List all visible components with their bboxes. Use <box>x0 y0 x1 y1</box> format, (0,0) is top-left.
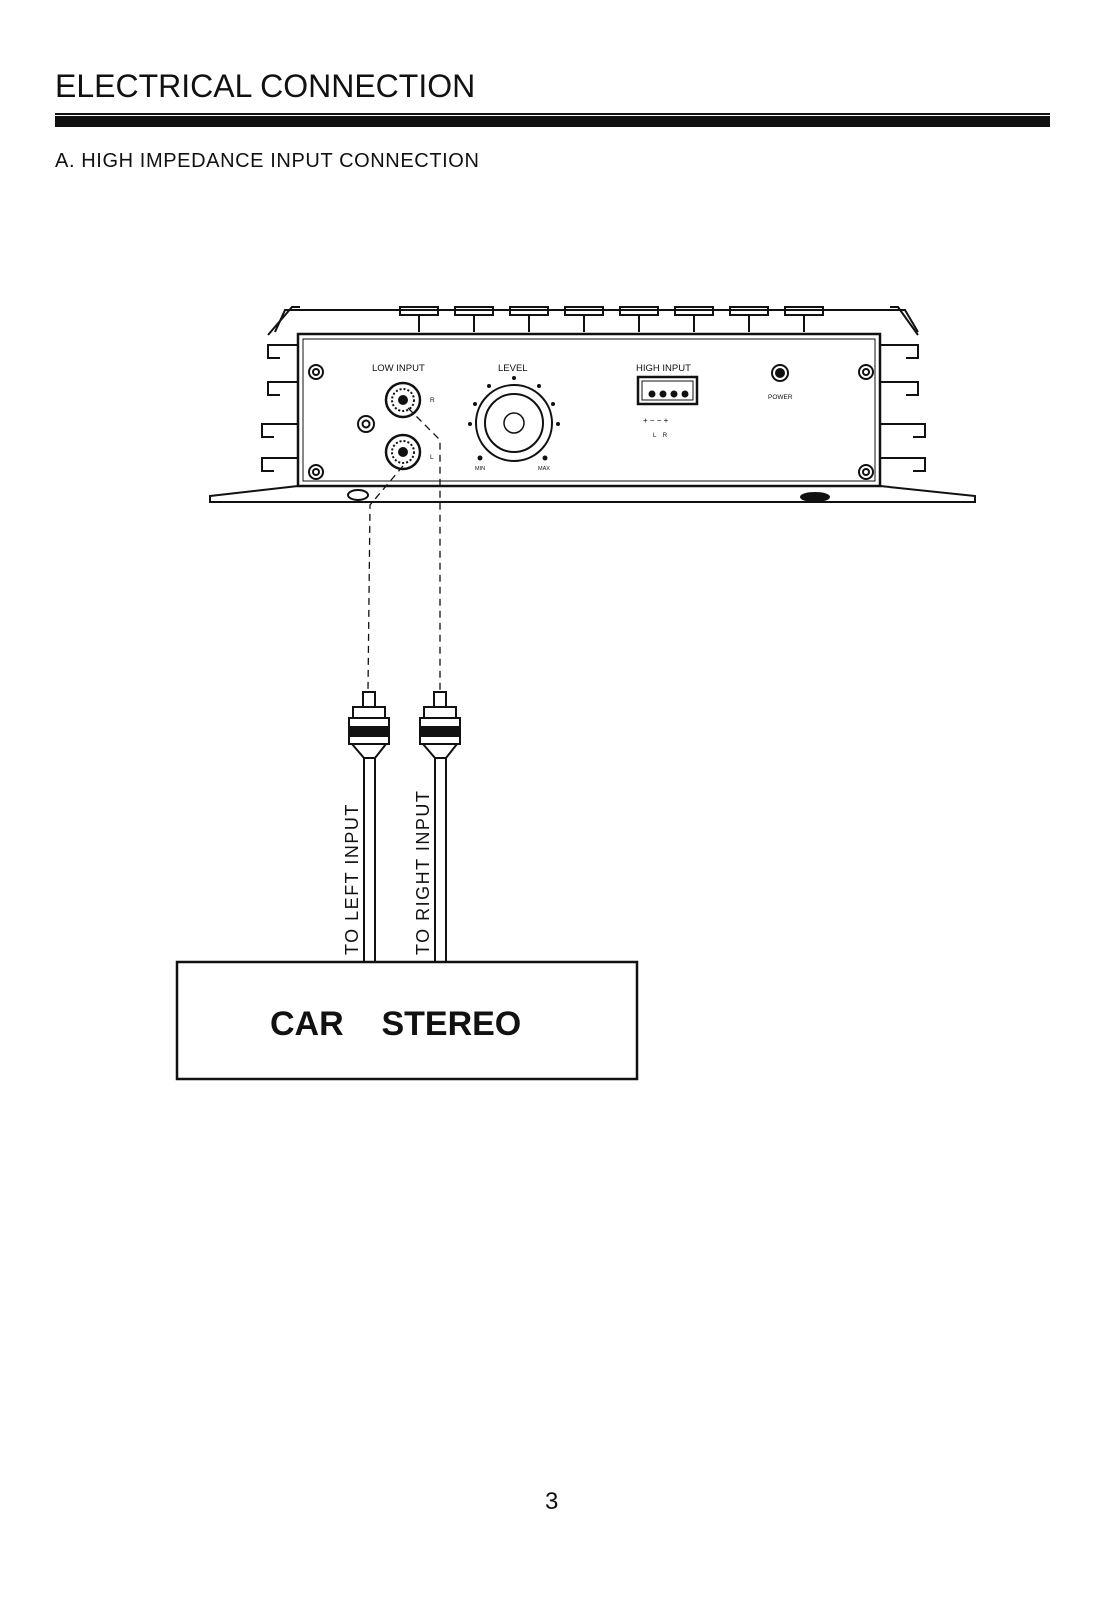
rca-plug-right-icon <box>419 691 461 759</box>
cable-left-label: TO LEFT INPUT <box>342 803 362 955</box>
connection-lines <box>367 407 441 691</box>
high-input-lr-label: L R <box>653 433 668 439</box>
heatsink-fins-right <box>880 344 926 472</box>
mounting-base <box>209 485 976 503</box>
power-led-icon <box>771 364 789 382</box>
cable-right <box>434 758 447 962</box>
level-label: LEVEL <box>498 363 528 374</box>
section-subtitle: A. HIGH IMPEDANCE INPUT CONNECTION <box>55 150 480 172</box>
title-rule-thin <box>55 113 1050 115</box>
high-input-connector-icon <box>636 375 699 406</box>
page-title: ELECTRICAL CONNECTION <box>55 68 476 104</box>
rca-jack-r-icon <box>384 381 422 419</box>
rca-jack-l-icon <box>384 433 422 471</box>
heatsink-fins-top <box>267 306 919 336</box>
cable-right-label: TO RIGHT INPUT <box>413 790 433 955</box>
cable-left <box>363 758 376 962</box>
page-number: 3 <box>545 1488 559 1515</box>
car-stereo-box <box>175 960 639 1081</box>
panel-screw-icon <box>308 364 874 480</box>
car-stereo-label: CAR STEREO <box>270 1005 521 1043</box>
channel-r-label: R <box>430 397 435 404</box>
amplifier-unit <box>209 306 976 503</box>
max-label: MAX <box>538 466 550 472</box>
level-scale-dots-icon <box>468 376 560 461</box>
channel-l-label: L <box>430 454 434 461</box>
high-input-label: HIGH INPUT <box>636 363 691 374</box>
polarity-label: + − − + <box>643 416 669 425</box>
front-panel <box>296 332 882 488</box>
min-label: MIN <box>475 466 485 472</box>
level-knob-icon <box>475 384 553 462</box>
heatsink-fins-left <box>261 344 298 472</box>
low-input-label: LOW INPUT <box>372 363 425 374</box>
rca-plug-left-icon <box>348 691 390 759</box>
power-label: POWER <box>768 394 793 401</box>
title-rule <box>55 116 1050 127</box>
